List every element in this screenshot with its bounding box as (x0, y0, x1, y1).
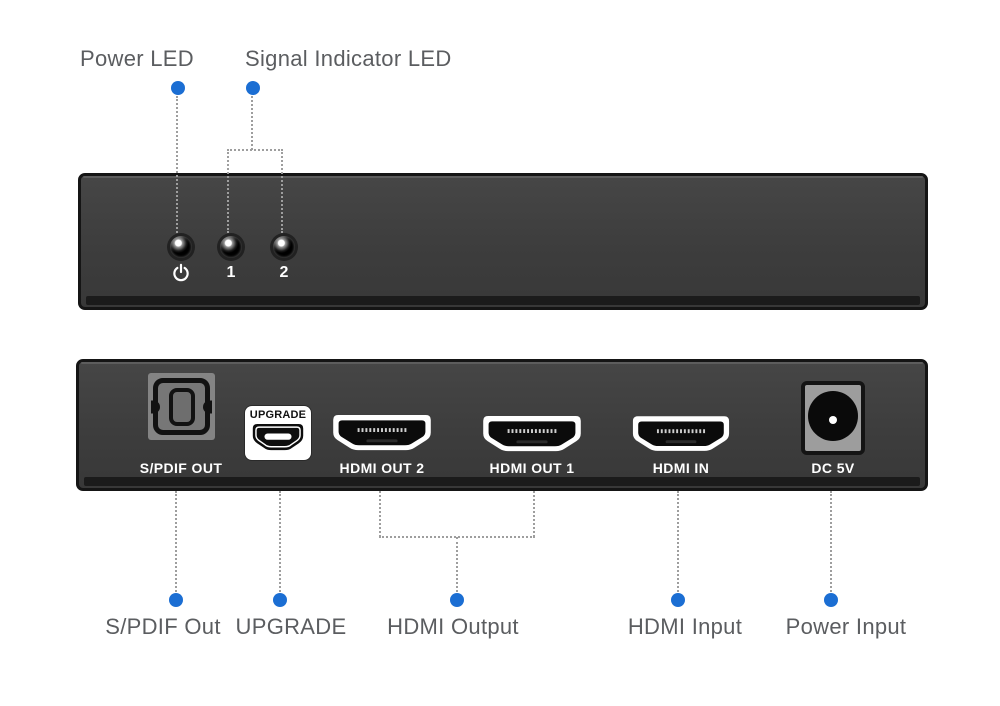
dc-5v-port-label: DC 5V (811, 460, 855, 476)
back-panel-top-edge (81, 362, 923, 364)
upgrade-leader-line (279, 491, 281, 592)
hdmi-output-callout-dot (450, 593, 464, 607)
micro-usb-icon (252, 424, 304, 451)
hdmi-output-callout-label: HDMI Output (387, 614, 519, 639)
hdmi-in-port-label: HDMI IN (652, 460, 710, 476)
hdmi-output-leader-stem (456, 537, 458, 592)
power-input-callout-dot (824, 593, 838, 607)
spdif-out-port (148, 373, 215, 440)
hdmi-out-2-port (331, 414, 433, 454)
spdif-notch-left (151, 400, 160, 413)
power-icon (172, 263, 191, 287)
power-led (170, 236, 192, 258)
upgrade-port: UPGRADE (245, 406, 311, 460)
led-1-label: 1 (226, 264, 236, 281)
power-led-callout-label: Power LED (80, 46, 194, 71)
signal-led-1 (220, 236, 242, 258)
power-input-leader-line (830, 491, 832, 592)
hdmi-output-leader-branch-1 (533, 491, 535, 537)
signal-led-2 (273, 236, 295, 258)
signal-led-leader-bridge (227, 149, 283, 151)
dc-jack-pin (829, 416, 837, 424)
hdmi-input-leader-line (677, 491, 679, 592)
signal-led-leader-stem (251, 96, 253, 150)
power-input-callout-label: Power Input (785, 614, 907, 639)
spdif-notch-right (203, 400, 212, 413)
upgrade-callout-label: UPGRADE (235, 614, 347, 639)
led-2-label: 2 (279, 264, 289, 281)
hdmi-input-callout-label: HDMI Input (627, 614, 743, 639)
hdmi-out-1-port (481, 415, 583, 455)
front-panel: 1 2 (78, 173, 928, 310)
hdmi-out-1-port-label: HDMI OUT 1 (489, 460, 575, 476)
spdif-out-port-label: S/PDIF OUT (139, 460, 223, 476)
power-led-callout-dot (171, 81, 185, 95)
dc-power-jack (801, 381, 865, 455)
upgrade-port-label: UPGRADE (249, 409, 307, 421)
signal-indicator-led-callout-label: Signal Indicator LED (245, 46, 452, 71)
signal-led-leader-branch-2 (281, 149, 283, 233)
signal-led-leader-branch-1 (227, 149, 229, 233)
back-panel-bottom-edge (84, 477, 920, 486)
power-led-leader-line (176, 96, 178, 233)
front-panel-top-edge (83, 176, 923, 178)
spdif-out-callout-label: S/PDIF Out (105, 614, 221, 639)
spdif-leader-line (175, 491, 177, 592)
signal-led-callout-dot (246, 81, 260, 95)
upgrade-callout-dot (273, 593, 287, 607)
hdmi-output-leader-branch-2 (379, 491, 381, 537)
spdif-slot (168, 387, 195, 426)
spdif-callout-dot (169, 593, 183, 607)
back-panel: S/PDIF OUT UPGRADE HDMI OUT 2 (76, 359, 928, 491)
hdmi-out-2-port-label: HDMI OUT 2 (339, 460, 425, 476)
hdmi-in-port (631, 415, 731, 455)
hdmi-input-callout-dot (671, 593, 685, 607)
front-panel-bottom-edge (86, 296, 920, 305)
